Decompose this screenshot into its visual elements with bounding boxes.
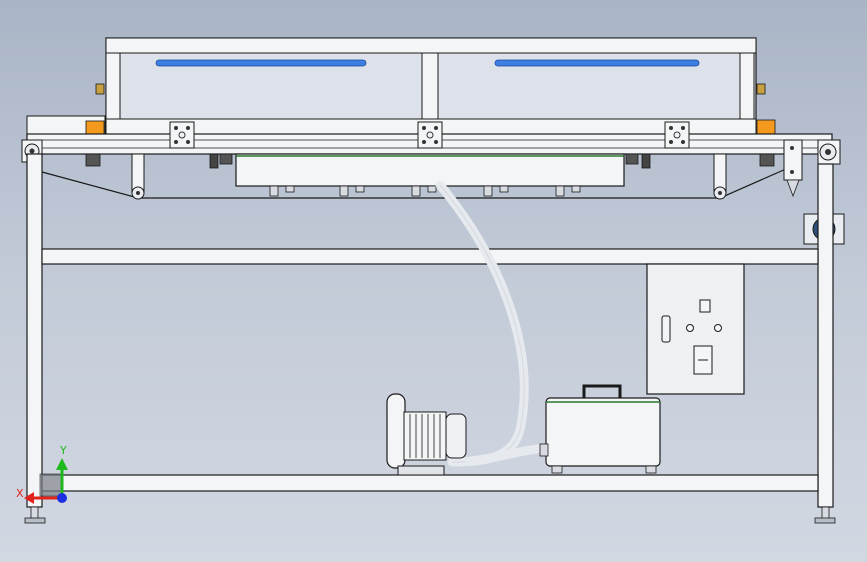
top-cover-rail [105, 37, 757, 54]
vacuum-chamber[interactable] [235, 153, 625, 197]
vacuum-blower[interactable] [386, 393, 467, 476]
conveyor-beam[interactable] [21, 121, 841, 165]
uv-lamp-right[interactable] [494, 59, 700, 67]
x-axis-arrowhead [24, 492, 34, 504]
panel-button-left[interactable] [686, 324, 694, 332]
frame-leg-right [817, 163, 834, 508]
clamp-block-center [417, 121, 443, 149]
conveyor-belt-return [41, 153, 796, 200]
frame-bottom-crossbar [41, 474, 819, 492]
y-axis-label: Y [59, 444, 67, 457]
z-axis-dot [57, 493, 67, 503]
panel-indicator-square [699, 299, 711, 313]
pulley-right[interactable] [817, 139, 841, 165]
power-unit-handle[interactable] [582, 384, 622, 398]
panel-fuse-holder [661, 315, 671, 343]
y-axis-arrowhead [56, 458, 68, 470]
cover-knob-left [95, 83, 105, 95]
vacuum-nozzles [269, 185, 581, 197]
infeed-table[interactable] [26, 115, 776, 135]
infeed-orange-block [85, 120, 105, 135]
x-axis-label: X [16, 487, 24, 500]
control-panel[interactable] [646, 263, 745, 395]
cover-knob-right [756, 83, 766, 95]
secondary-hose [465, 443, 551, 466]
clamp-block-left [169, 121, 195, 149]
cover-center-post [421, 52, 439, 120]
frame-leg-left [26, 153, 43, 508]
clamp-block-right [664, 121, 690, 149]
frame-middle-crossbar [41, 248, 819, 265]
coordinate-triad[interactable]: Y X [16, 444, 68, 504]
panel-button-right[interactable] [714, 324, 722, 332]
outfeed-orange-block [756, 119, 776, 135]
foot-right [814, 506, 836, 524]
uv-lamp-left[interactable] [155, 59, 367, 67]
power-unit[interactable] [539, 384, 661, 474]
cover-right-post [739, 52, 755, 120]
foot-left [24, 506, 46, 524]
top-cover-assembly[interactable] [95, 37, 766, 135]
